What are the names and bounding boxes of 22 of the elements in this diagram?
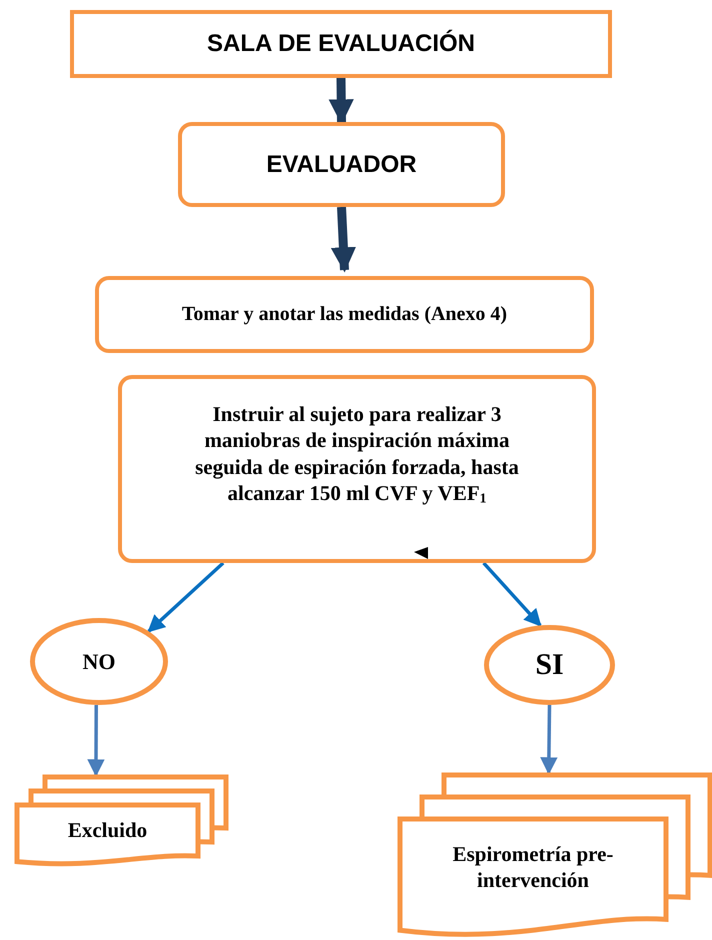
node-text: EVALUADOR: [266, 150, 417, 180]
arrow: [330, 206, 356, 273]
decision-ellipse: [30, 618, 168, 705]
process-box: [118, 375, 596, 563]
arrow: [87, 704, 105, 777]
process-box: [95, 276, 594, 353]
node-text: SI: [535, 647, 564, 684]
decision-ellipse: [484, 625, 615, 705]
node-text: Tomar y anotar las medidas (Anexo 4): [182, 302, 508, 327]
node-text: NO: [82, 648, 116, 676]
header-box: [70, 10, 612, 78]
multi-document-shape: [398, 773, 712, 935]
node-text: Instruir al sujeto para realizar 3 maniobras de inspiración máxima seguida de espiración forzada, hasta alcanzar 150 ml CVF y VEF$_{1}$: [194, 401, 520, 507]
arrow: [540, 704, 558, 775]
multi-document-shape: [15, 775, 228, 865]
arrow: [147, 562, 224, 633]
process-box: [178, 122, 505, 207]
node-text: Excluido: [68, 816, 148, 843]
arrow: [482, 562, 542, 627]
node-text: Espirometría pre-intervención: [452, 841, 614, 894]
arrow: [328, 78, 354, 125]
node-text: SALA DE EVALUACIÓN: [206, 29, 475, 59]
